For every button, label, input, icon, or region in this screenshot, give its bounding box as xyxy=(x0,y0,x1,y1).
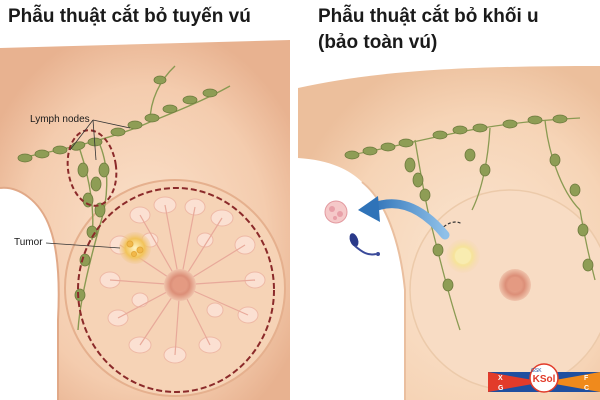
logo-letter-f: F xyxy=(584,375,589,382)
left-tumor xyxy=(119,232,151,264)
right-panel-subtitle: (bảo toàn vú) xyxy=(318,32,438,53)
right-panel-title: Phẫu thuật cắt bỏ khối u xyxy=(318,6,539,27)
left-panel-mastectomy xyxy=(0,40,290,400)
logo-letter-c: C xyxy=(584,385,589,392)
logo-letter-x: X xyxy=(498,375,503,382)
logo-circle xyxy=(529,363,559,393)
logo-prefix: GSK xyxy=(531,368,542,374)
arrow-head xyxy=(358,196,380,222)
removed-tumor xyxy=(324,200,348,224)
lymph-nodes-right xyxy=(344,114,594,292)
removal-arrow xyxy=(367,199,450,240)
logo-brand: KSol xyxy=(533,374,556,385)
right-panel-lumpectomy xyxy=(298,66,600,400)
brand-logo: GSK KSol X F G C xyxy=(488,363,600,393)
lymph-nodes-label: Lymph nodes xyxy=(30,114,90,125)
breast-removal-outline xyxy=(77,187,275,393)
left-panel-title: Phẫu thuật cắt bỏ tuyến vú xyxy=(8,6,251,27)
lymph-nodes-left xyxy=(17,75,218,302)
logo-letter-g: G xyxy=(498,385,504,392)
tumor-label: Tumor xyxy=(14,237,43,248)
lymph-node-removal-outline xyxy=(66,129,118,207)
surgical-instrument xyxy=(349,233,380,256)
